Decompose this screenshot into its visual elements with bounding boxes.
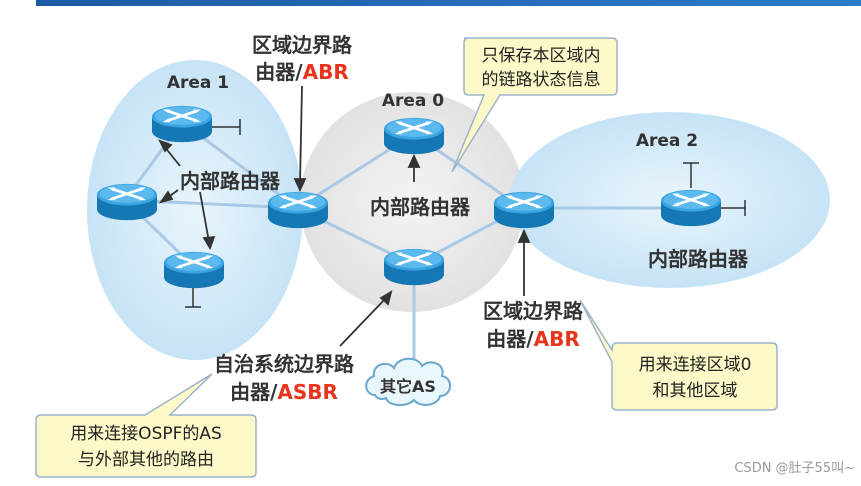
asbr-red: ASBR bbox=[277, 380, 338, 404]
internal-router-area1-label: 内部路由器 bbox=[180, 169, 281, 193]
area1-label: Area 1 bbox=[167, 73, 229, 93]
header-bar bbox=[36, 0, 861, 6]
abr-bottom-red: ABR bbox=[534, 327, 580, 351]
abr-bottom-prefix: 由器/ bbox=[486, 327, 534, 351]
router-asbr bbox=[382, 247, 446, 287]
callout-top-line1: 只保存本区域内 bbox=[482, 46, 601, 66]
router-abr-right bbox=[492, 190, 556, 230]
callout-right bbox=[579, 299, 778, 411]
cloud-label: 其它AS bbox=[380, 377, 436, 396]
callout-right-line1: 用来连接区域0 bbox=[639, 355, 752, 375]
arrows bbox=[158, 85, 531, 347]
area2-label: Area 2 bbox=[636, 131, 698, 151]
callout-left bbox=[35, 373, 257, 478]
callout-top bbox=[451, 37, 618, 173]
callout-left-line2: 与外部其他的路由 bbox=[78, 450, 214, 470]
router-area0-top bbox=[382, 116, 446, 156]
abr-top-prefix: 由器/ bbox=[255, 60, 303, 84]
callout-left-line1: 用来连接OSPF的AS bbox=[70, 424, 222, 444]
abr-bottom-line2: 由器/ABR bbox=[486, 327, 579, 351]
abr-top-line2: 由器/ABR bbox=[255, 60, 348, 84]
area0-label: Area 0 bbox=[382, 91, 444, 111]
router-abr-left bbox=[266, 190, 330, 230]
callout-top-line2: 的链路状态信息 bbox=[482, 70, 601, 90]
abr-top-line1: 区域边界路 bbox=[252, 33, 353, 57]
abr-top-red: ABR bbox=[303, 60, 349, 84]
callout-right-line2: 和其他区域 bbox=[653, 381, 738, 401]
internal-router-area2-label: 内部路由器 bbox=[648, 247, 749, 271]
router-area1-middle bbox=[95, 182, 159, 222]
router-area1-top bbox=[150, 104, 214, 144]
watermark: CSDN @肚子55叫~ bbox=[734, 461, 855, 476]
stub-marks bbox=[185, 119, 746, 308]
asbr-line1: 自治系统边界路 bbox=[214, 352, 355, 376]
asbr-line2: 由器/ASBR bbox=[230, 380, 338, 404]
internal-router-area0-label: 内部路由器 bbox=[370, 195, 471, 219]
abr-bottom-line1: 区域边界路 bbox=[483, 299, 584, 323]
asbr-prefix: 由器/ bbox=[230, 380, 278, 404]
router-area2 bbox=[659, 188, 723, 228]
area1-region bbox=[87, 60, 303, 360]
router-area1-bottom bbox=[162, 250, 226, 290]
cloud-icon bbox=[365, 357, 451, 406]
